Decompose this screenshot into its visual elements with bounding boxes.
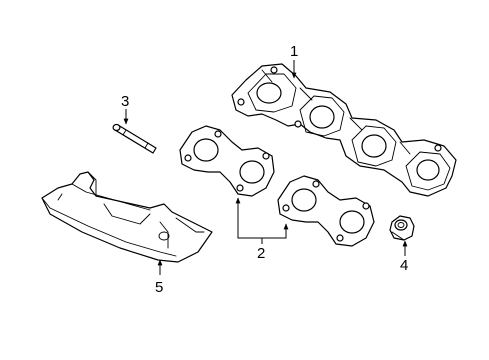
- leader-2: [235, 197, 289, 244]
- exhaust-manifold-gasket-upper: [179, 125, 275, 197]
- stud: [112, 123, 157, 154]
- heat-shield: [41, 171, 213, 263]
- exhaust-manifold-gasket-lower: [277, 175, 375, 247]
- callout-2: 2: [257, 245, 265, 262]
- callout-3: 3: [121, 93, 129, 110]
- callout-5: 5: [155, 279, 163, 296]
- exhaust-manifold: [231, 63, 457, 197]
- callout-4: 4: [400, 257, 408, 274]
- callout-1: 1: [290, 43, 298, 60]
- nut: [389, 215, 415, 241]
